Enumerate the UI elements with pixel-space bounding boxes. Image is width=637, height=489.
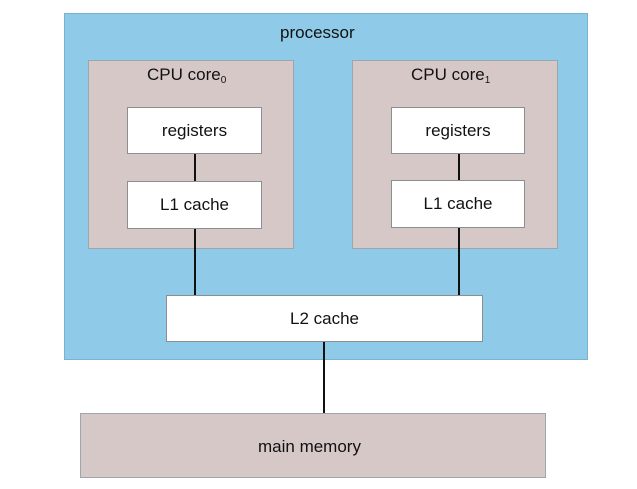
main-memory: [80, 413, 546, 478]
cpu-core-1-label: CPU core1: [411, 65, 490, 86]
main-memory-label: main memory: [258, 437, 361, 456]
connector-core-0-l1-l2: [194, 229, 196, 295]
cpu-core-1-subscript: 1: [484, 75, 491, 86]
processor-label: processor: [280, 23, 355, 42]
cpu-core-0-label: CPU core0: [147, 65, 226, 86]
cpu-core-0-subscript: 0: [220, 75, 227, 86]
core-1-registers: registers: [391, 107, 525, 154]
connector-core-0-registers-l1: [194, 154, 196, 181]
core-1-l1-cache: L1 cache: [391, 180, 525, 228]
connector-core-1-l1-l2: [458, 228, 460, 295]
cpu-core-1-name: CPU core: [411, 65, 485, 84]
cpu-core-0-name: CPU core: [147, 65, 221, 84]
l2-cache: L2 cache: [166, 295, 483, 342]
connector-l2-memory: [323, 342, 325, 413]
core-0-l1-cache: L1 cache: [127, 181, 262, 229]
connector-core-1-registers-l1: [458, 154, 460, 180]
core-0-registers: registers: [127, 107, 262, 154]
